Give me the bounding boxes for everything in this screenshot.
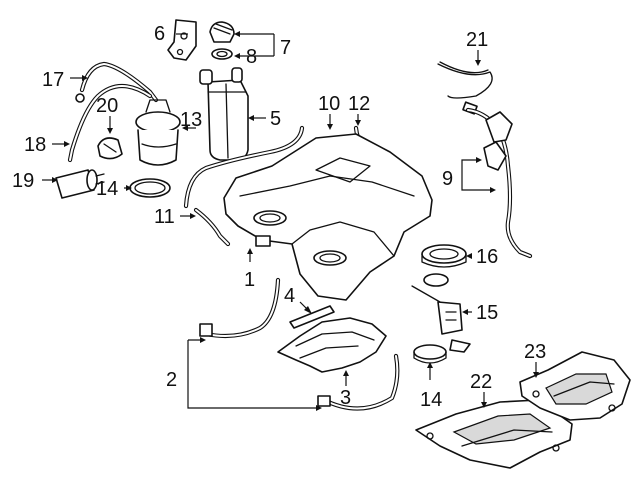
part-23-underbody-panel [519,351,631,421]
callout-18: 18 [24,134,46,156]
callout-labels: 6 7 8 17 20 13 5 10 12 18 19 14 11 1 21 … [12,23,546,411]
callout-3: 3 [340,387,351,409]
callout-16: 16 [476,246,498,268]
callout-21: 21 [466,29,488,51]
part-6-bracket [167,19,197,61]
callout-22: 22 [470,371,492,393]
part-3-heat-shield [277,317,387,373]
part-10-vent-line [183,125,305,209]
callout-14-upper: 14 [96,178,118,200]
part-13-pump-module [135,99,181,166]
callout-8: 8 [246,46,257,68]
part-20-clamp [97,137,123,160]
part-5-canister [199,67,249,161]
callout-14-lower: 14 [420,389,442,411]
callout-12: 12 [348,93,370,115]
callout-23: 23 [524,341,546,363]
callout-15: 15 [476,302,498,324]
part-19-fuel-filter [55,169,105,199]
part-14-seal-ring-upper [129,178,171,198]
part-4-bracket-bar [289,305,335,329]
callout-9: 9 [442,168,453,190]
part-22-underbody-panel [415,399,573,469]
part-7-filler-cap [209,21,235,43]
callout-10: 10 [318,93,340,115]
callout-11: 11 [154,206,175,228]
callout-19: 19 [12,170,34,192]
part-8-seal-ring [211,48,233,60]
part-1-fuel-tank [223,133,433,301]
part-14-seal-ring-lower [413,344,447,364]
callout-7: 7 [280,37,291,59]
part-17-hose [75,61,159,103]
leader-lines [42,31,539,411]
part-11-fuel-line [193,207,231,247]
callout-5: 5 [270,108,281,130]
callout-17: 17 [42,69,64,91]
part-2-tank-straps [199,277,400,411]
callout-1: 1 [244,269,255,291]
part-18-line [67,83,153,163]
callout-2: 2 [166,369,177,391]
callout-6: 6 [154,23,165,45]
part-21-wire-harness [437,61,493,115]
callout-4: 4 [284,285,295,307]
callout-13: 13 [180,109,202,131]
part-16-lock-ring [421,244,467,268]
part-15-sending-unit [411,273,471,353]
callout-20: 20 [96,95,118,117]
part-9-filler-neck [465,107,533,259]
